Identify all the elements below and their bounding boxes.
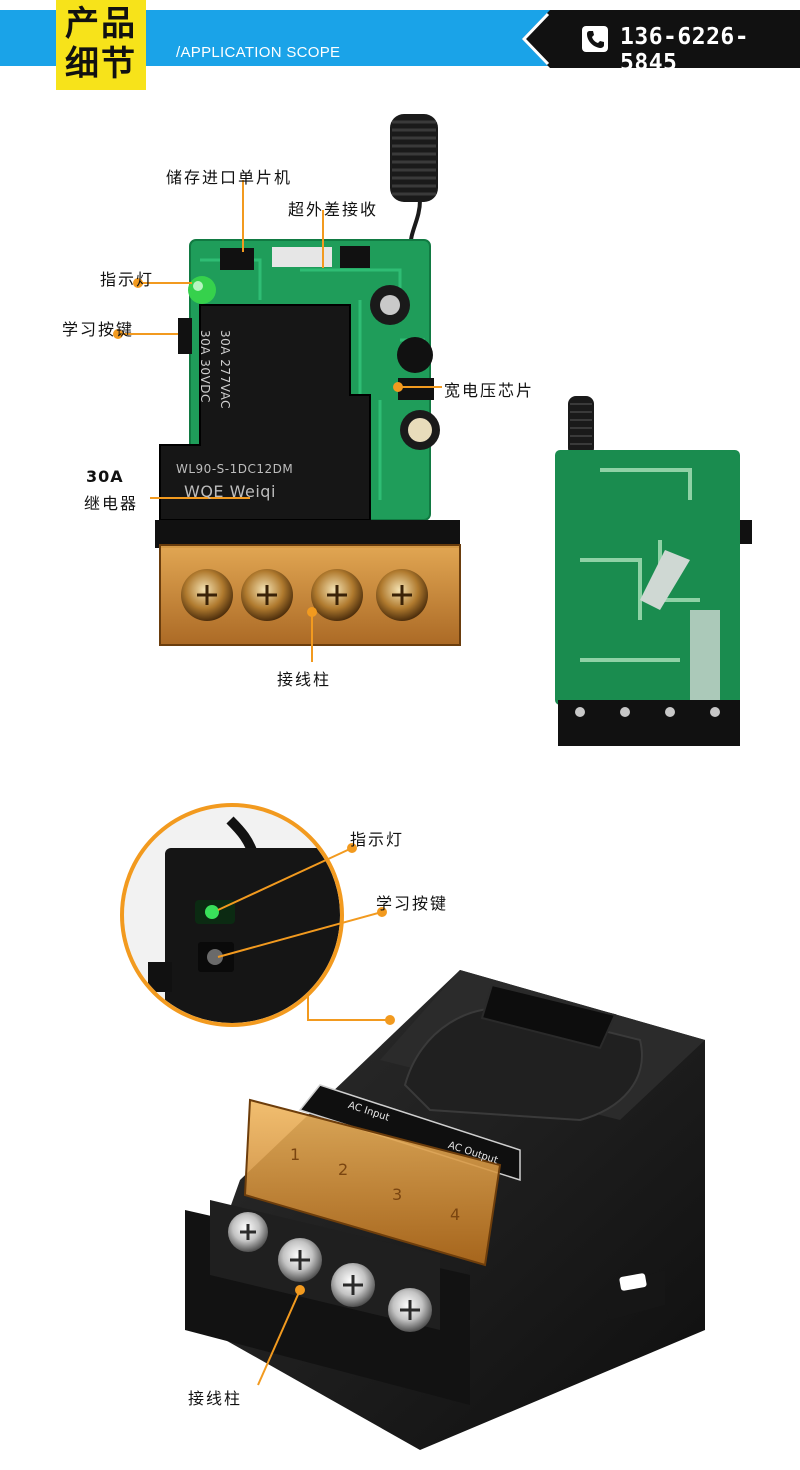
label-mcu: 储存进口单片机 [166, 168, 293, 187]
label-wide-voltage-chip: 宽电压芯片 [444, 381, 535, 400]
page-title: 产品 细节 [56, 4, 146, 84]
relay-rating-1: 30A 277VAC [218, 330, 232, 410]
label-relay-amp: 30A [86, 467, 124, 486]
relay-rating-2: 30A 30VDC [198, 330, 212, 403]
case-terminal-num-3: 3 [392, 1185, 404, 1204]
phone-banner-shape [522, 10, 800, 68]
terminal-screws-front [181, 569, 428, 621]
case-ac-input: AC Input [346, 1100, 391, 1124]
phone-icon [582, 26, 608, 52]
title-line-1: 产品 [65, 4, 137, 44]
phone-number[interactable]: 136-6226-5845 [620, 24, 750, 76]
phone-banner [521, 10, 800, 68]
label-receiver: 超外差接收 [288, 200, 379, 219]
relay-brand: WQE Weiqi [184, 482, 276, 501]
case-terminal-num-4: 4 [450, 1205, 462, 1224]
label-terminal-top: 接线柱 [277, 670, 332, 689]
pcb-back [555, 396, 752, 746]
relay-case [190, 970, 705, 1450]
antenna-coil [390, 114, 438, 251]
relay-model: WL90-S-1DC12DM [176, 462, 294, 476]
page-header: 产品 细节 /APPLICATION SCOPE 136-6226-5845 [0, 0, 800, 90]
label-indicator-top: 指示灯 [100, 270, 155, 289]
label-learn-button-top: 学习按键 [62, 320, 135, 339]
label-terminal-bottom: 接线柱 [188, 1389, 243, 1408]
zoom-connector [217, 843, 395, 1025]
callout-lines-top [113, 180, 442, 662]
case-ac-output: AC Output [446, 1140, 500, 1167]
label-indicator-bottom: 指示灯 [350, 830, 405, 849]
callout-terminal-bottom [257, 1285, 305, 1386]
terminal-screws-case [228, 1212, 432, 1332]
label-relay: 继电器 [84, 494, 139, 513]
title-line-2: 细节 [65, 44, 137, 84]
title-box: 产品 细节 [56, 0, 146, 90]
case-terminal-num-2: 2 [338, 1160, 350, 1179]
terminal-block-front [155, 520, 461, 646]
phone-banner-chevron [521, 12, 550, 66]
case-terminal-num-1: 1 [290, 1145, 302, 1164]
page-subtitle: /APPLICATION SCOPE [176, 44, 341, 61]
pcb-illustration [113, 114, 752, 746]
label-learn-button-bottom: 学习按键 [376, 894, 449, 913]
zoom-circle [120, 803, 344, 1027]
